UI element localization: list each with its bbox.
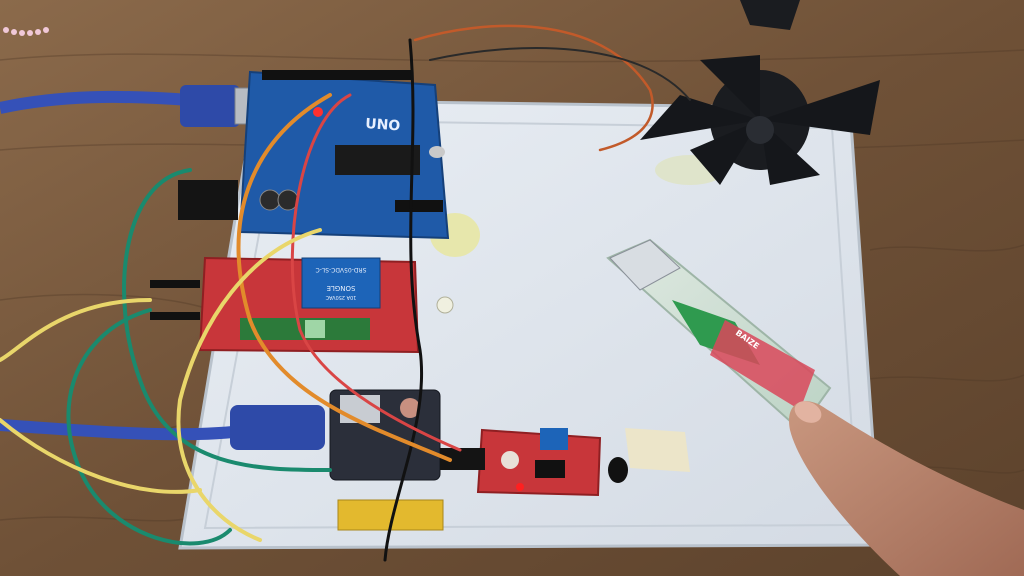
power-board [329, 389, 444, 531]
pointing-finger [789, 401, 1024, 576]
fan [640, 0, 880, 185]
relay-model-label: SRD-05VDC-SL-C [316, 266, 367, 273]
bead-chain [3, 27, 49, 36]
usb-plug-boot-2 [230, 405, 325, 450]
wires [0, 24, 691, 562]
arduino-uno-board: UNO [178, 70, 450, 240]
flame-sensor-module [440, 428, 628, 497]
usb-plug-boot [180, 85, 240, 127]
led [436, 296, 454, 314]
tape-piece [625, 428, 690, 472]
fingernail [794, 401, 822, 423]
lighter: BAIZE [606, 238, 832, 432]
usb-cable-2 [0, 419, 251, 441]
relay-rating-label: 10A 250VAC [325, 294, 356, 300]
arduino-brand-label: UNO [365, 116, 401, 134]
relay-brand-label: SONGLE [327, 284, 356, 292]
usb-cable [0, 90, 191, 114]
